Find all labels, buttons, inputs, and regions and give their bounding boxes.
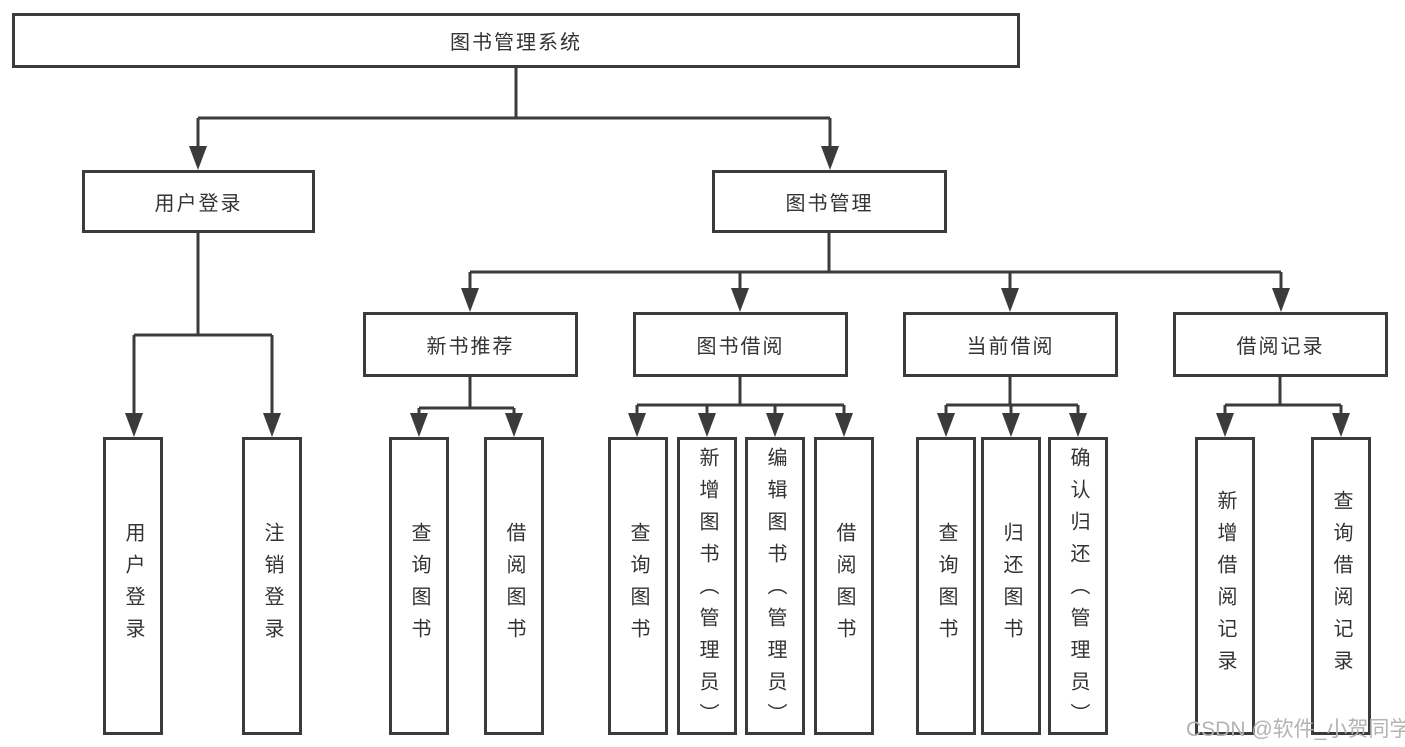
node-user-login-label: 用户登录 [154, 193, 243, 215]
node-current-borrow: 当前借阅 [903, 312, 1118, 377]
leaf-borrow-books-recommend: 借阅图书 [484, 437, 544, 735]
leaf-add-borrow-record-label: 新增借阅记录 [1214, 490, 1236, 682]
leaf-return-books-label: 归还图书 [1000, 522, 1022, 650]
node-book-borrow-label: 图书借阅 [696, 336, 785, 358]
leaf-add-borrow-record: 新增借阅记录 [1195, 437, 1255, 735]
leaf-query-borrow-record-label: 查询借阅记录 [1330, 490, 1352, 682]
leaf-user-login-label: 用户登录 [122, 522, 144, 650]
leaf-edit-books-admin-label: 编辑图书（管理员） [764, 447, 786, 735]
leaf-add-books-admin-label: 新增图书（管理员） [696, 447, 718, 735]
leaf-query-borrow-record: 查询借阅记录 [1311, 437, 1371, 735]
node-root-label: 图书管理系统 [450, 32, 582, 54]
leaf-query-books-current: 查询图书 [916, 437, 976, 735]
node-book-management: 图书管理 [712, 170, 947, 233]
leaf-query-books-recommend: 查询图书 [389, 437, 449, 735]
node-new-book-recommend-label: 新书推荐 [426, 336, 515, 358]
leaf-logout-login-label: 注销登录 [261, 522, 283, 650]
node-borrow-records: 借阅记录 [1173, 312, 1388, 377]
leaf-edit-books-admin: 编辑图书（管理员） [745, 437, 805, 735]
leaf-logout-login: 注销登录 [242, 437, 302, 735]
leaf-borrow-books-recommend-label: 借阅图书 [503, 522, 525, 650]
leaf-borrow-books-borrow-label: 借阅图书 [833, 522, 855, 650]
leaf-query-books-borrow-label: 查询图书 [627, 522, 649, 650]
csdn-watermark: CSDN @软件_小贺同学 [1186, 718, 1405, 741]
leaf-query-books-current-label: 查询图书 [935, 522, 957, 650]
leaf-return-books: 归还图书 [981, 437, 1041, 735]
node-book-borrow: 图书借阅 [633, 312, 848, 377]
node-book-management-label: 图书管理 [785, 193, 874, 215]
leaf-query-books-recommend-label: 查询图书 [408, 522, 430, 650]
node-new-book-recommend: 新书推荐 [363, 312, 578, 377]
leaf-query-books-borrow: 查询图书 [608, 437, 668, 735]
node-user-login: 用户登录 [82, 170, 315, 233]
leaf-confirm-return-admin: 确认归还（管理员） [1048, 437, 1108, 735]
leaf-borrow-books-borrow: 借阅图书 [814, 437, 874, 735]
leaf-confirm-return-admin-label: 确认归还（管理员） [1067, 447, 1089, 735]
node-borrow-records-label: 借阅记录 [1236, 336, 1325, 358]
node-current-borrow-label: 当前借阅 [966, 336, 1055, 358]
node-root: 图书管理系统 [12, 13, 1020, 68]
leaf-user-login: 用户登录 [103, 437, 163, 735]
leaf-add-books-admin: 新增图书（管理员） [677, 437, 737, 735]
